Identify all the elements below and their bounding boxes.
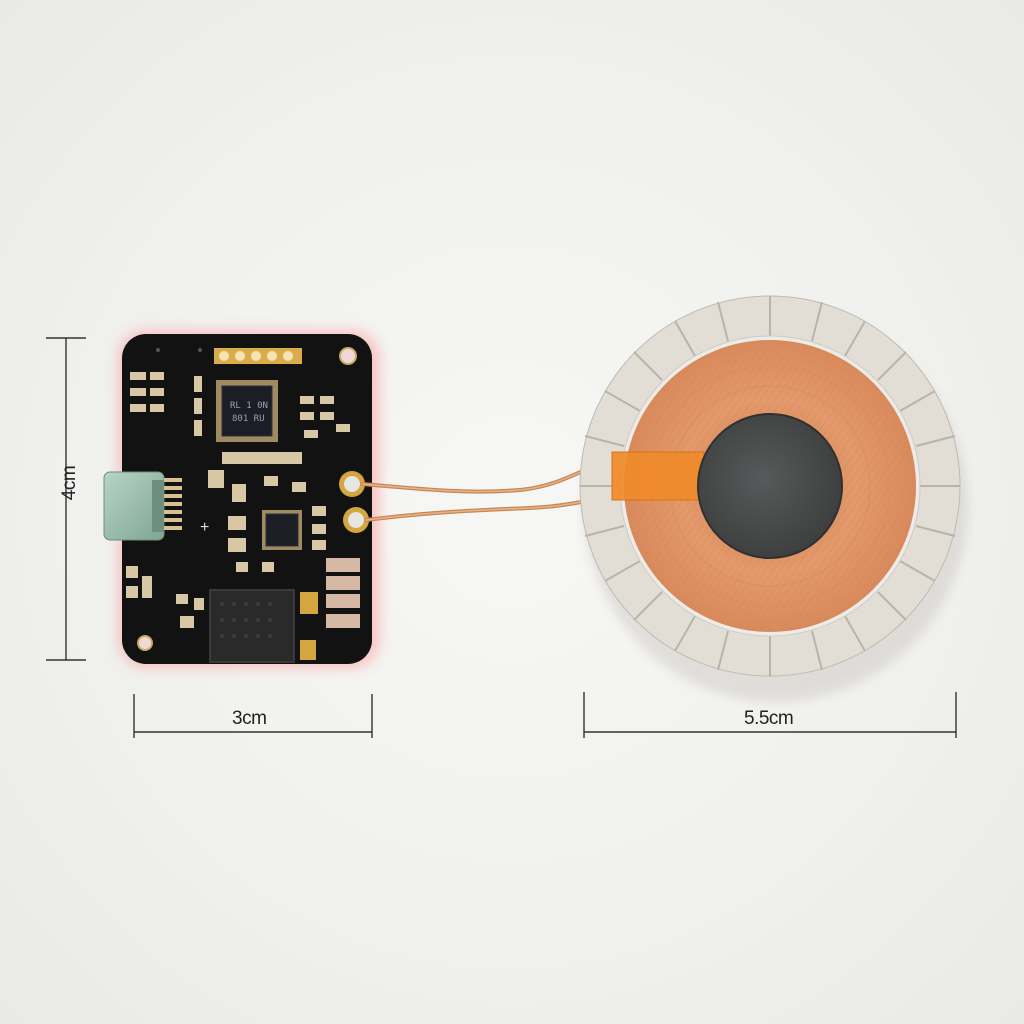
coil-terminals — [339, 471, 369, 533]
dimension-lines — [46, 337, 957, 738]
coil-diameter-label: 5.5cm — [744, 708, 794, 729]
inductor — [209, 589, 295, 663]
smd-components — [126, 372, 350, 628]
pcb-board: RL 1 0N 801 RU — [103, 330, 380, 668]
wireless-charging-coil — [579, 295, 968, 702]
board-width-label: 3cm — [232, 708, 267, 729]
main-controller-chip: RL 1 0N 801 RU — [216, 380, 278, 442]
flex-tape — [612, 452, 704, 500]
svg-text:801 RU: 801 RU — [232, 414, 265, 424]
header-pads — [214, 348, 302, 364]
polarity-mark: + — [200, 519, 209, 536]
capacitor-array — [300, 558, 360, 660]
secondary-chip — [262, 510, 302, 550]
mount-hole — [339, 347, 357, 365]
svg-text:RL 1 0N: RL 1 0N — [230, 401, 268, 411]
board-height-label: 4cm — [59, 465, 80, 501]
usb-c-port — [103, 471, 182, 541]
ferrite-core — [697, 413, 843, 559]
mount-hole — [137, 635, 153, 651]
coil-lead-wires — [360, 456, 618, 522]
